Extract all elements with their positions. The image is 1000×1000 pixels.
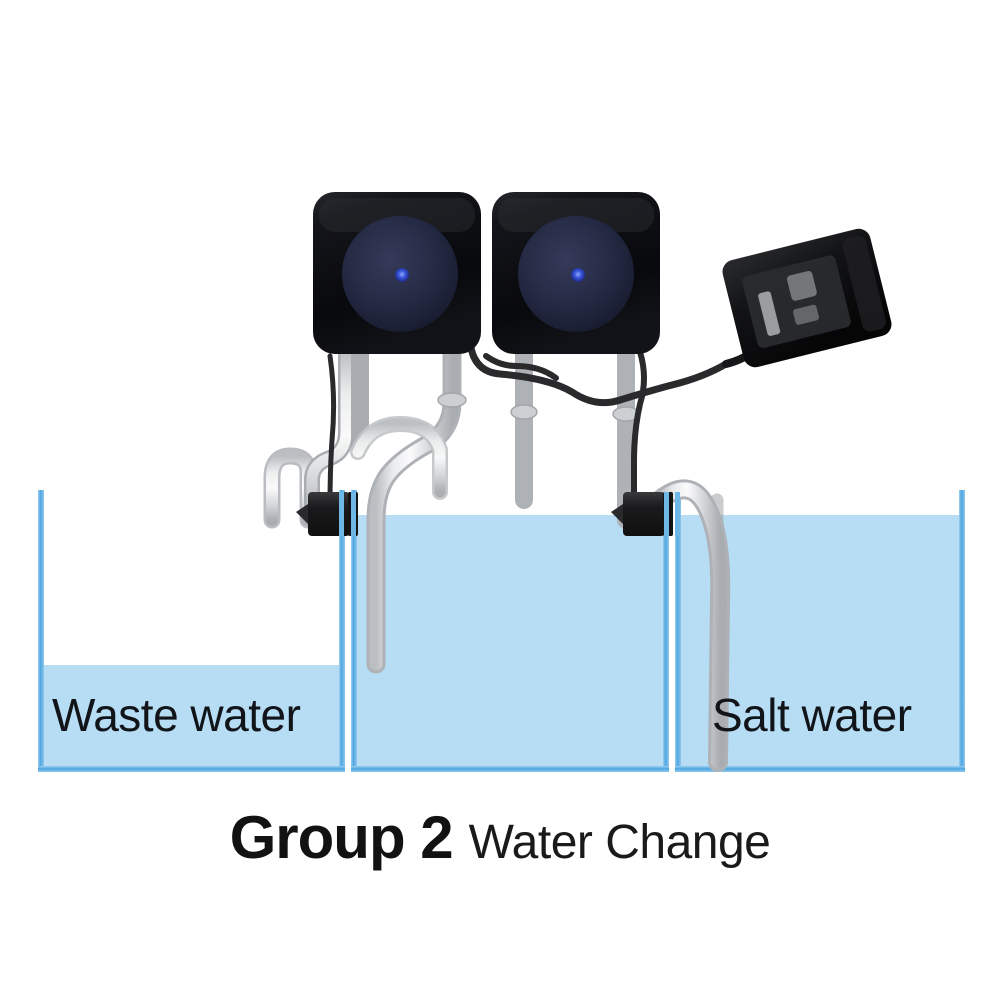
water-fill-aquarium bbox=[355, 515, 666, 771]
pump-left[interactable] bbox=[313, 192, 481, 354]
cable-pump-left bbox=[467, 344, 730, 407]
pump-left-led bbox=[395, 268, 409, 282]
salt-water-label: Salt water bbox=[712, 689, 912, 741]
pump-units bbox=[313, 192, 660, 354]
pump-right-led bbox=[571, 268, 585, 282]
caption-group-title: Group 2 bbox=[229, 804, 454, 871]
pump-right[interactable] bbox=[492, 192, 660, 354]
water-fill-waste bbox=[42, 665, 342, 771]
hose-salt-water-feed bbox=[650, 479, 731, 772]
cable-pump-right bbox=[631, 349, 647, 503]
aquarium-tank bbox=[351, 490, 669, 772]
adapter-prong-left bbox=[758, 291, 781, 336]
hose-rim-bridge bbox=[350, 416, 448, 500]
waste-water-label: Waste water bbox=[52, 689, 301, 741]
caption-subtitle: Water Change bbox=[468, 816, 771, 869]
power-cables bbox=[327, 344, 756, 507]
waste-water-tank bbox=[38, 490, 345, 772]
tank-walls bbox=[38, 490, 965, 772]
cable-pump-jumper bbox=[483, 353, 559, 381]
salt-water-tank bbox=[675, 490, 965, 772]
cable-drop-left bbox=[327, 353, 337, 507]
tube-aquarium-intake bbox=[366, 342, 467, 674]
power-adapter[interactable] bbox=[720, 226, 894, 370]
adapter-prong-bottom bbox=[793, 304, 819, 325]
tank-rim-caps bbox=[339, 492, 680, 536]
adapter-prong-right bbox=[787, 270, 817, 301]
